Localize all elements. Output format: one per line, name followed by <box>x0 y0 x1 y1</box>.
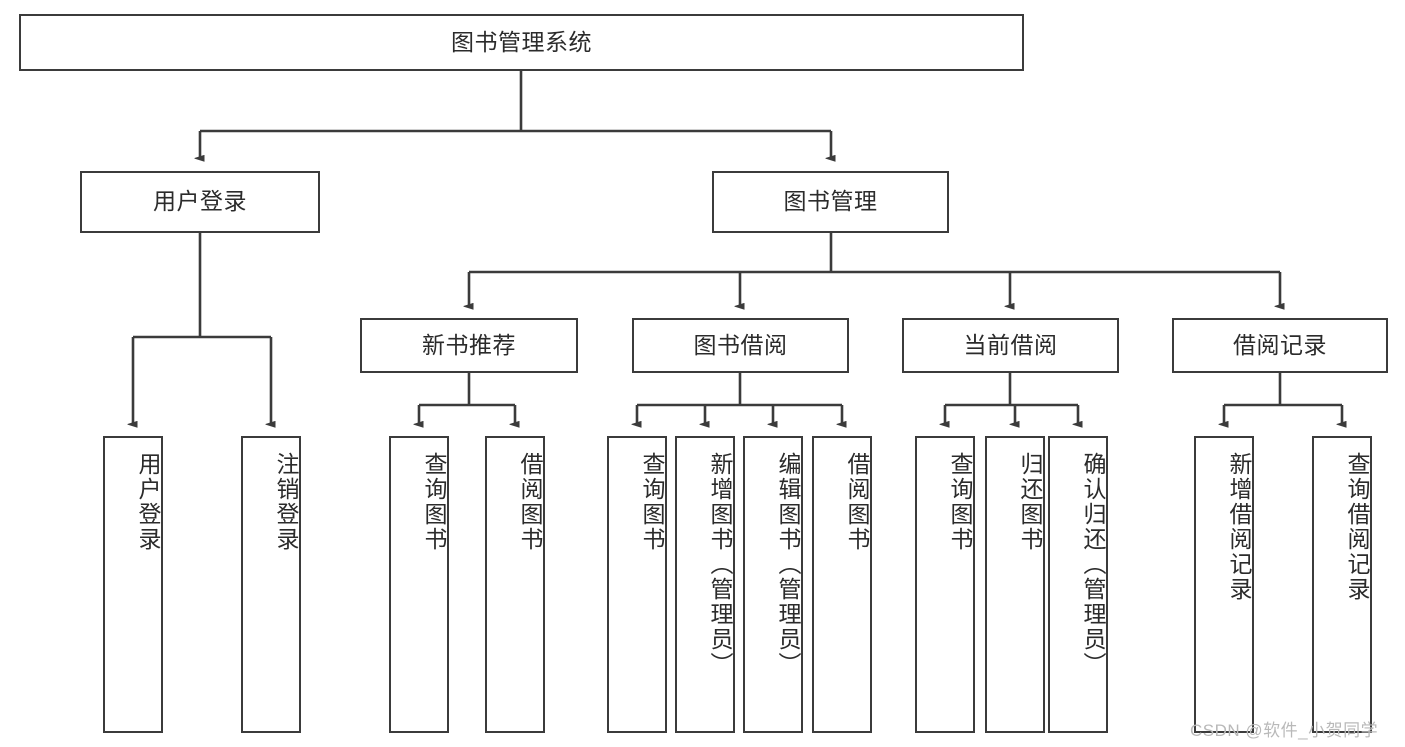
node-label: 图书管理系统 <box>451 28 592 55</box>
node-label: 借阅图书 <box>517 452 543 552</box>
node-new-book-recommend[interactable]: 新书推荐 <box>360 318 578 373</box>
node-label: 新增借阅记录 <box>1226 452 1252 602</box>
leaf-query-book-current[interactable]: 查询图书 <box>915 436 975 733</box>
leaf-borrow-book-recommend[interactable]: 借阅图书 <box>485 436 545 733</box>
leaf-confirm-return-admin[interactable]: 确认归还（管理员） <box>1048 436 1108 733</box>
node-label: 用户登录 <box>135 452 161 552</box>
book-manage-to-level3-connectors <box>469 233 1280 306</box>
node-label: 借阅记录 <box>1233 331 1327 358</box>
leaf-return-book[interactable]: 归还图书 <box>985 436 1045 733</box>
node-label: 注销登录 <box>273 452 299 552</box>
node-label: 查询图书 <box>947 452 973 552</box>
node-borrow-record[interactable]: 借阅记录 <box>1172 318 1388 373</box>
node-label: 图书管理 <box>783 188 878 215</box>
node-root-system[interactable]: 图书管理系统 <box>19 14 1024 71</box>
leaf-user-login[interactable]: 用户登录 <box>103 436 163 733</box>
node-book-management[interactable]: 图书管理 <box>712 171 949 233</box>
node-label: 归还图书 <box>1017 452 1043 552</box>
node-label: 新书推荐 <box>422 331 516 358</box>
leaf-edit-book-admin[interactable]: 编辑图书（管理员） <box>743 436 803 733</box>
current-borrow-to-leaves-connectors <box>945 373 1078 424</box>
user-login-to-leaves-connectors <box>133 233 271 424</box>
book-borrow-to-leaves-connectors <box>637 373 842 424</box>
node-label: 用户登录 <box>153 188 247 215</box>
node-current-borrow[interactable]: 当前借阅 <box>902 318 1119 373</box>
node-label: 查询图书 <box>421 452 447 552</box>
root-to-level2-connectors <box>200 71 831 158</box>
leaf-add-borrow-record[interactable]: 新增借阅记录 <box>1194 436 1254 733</box>
leaf-query-borrow-record[interactable]: 查询借阅记录 <box>1312 436 1372 733</box>
node-label: 图书借阅 <box>693 331 788 358</box>
new-book-to-leaves-connectors <box>419 373 515 424</box>
leaf-borrow-book[interactable]: 借阅图书 <box>812 436 872 733</box>
node-book-borrow[interactable]: 图书借阅 <box>632 318 849 373</box>
borrow-record-to-leaves-connectors <box>1224 373 1342 424</box>
leaf-logout[interactable]: 注销登录 <box>241 436 301 733</box>
leaf-add-book-admin[interactable]: 新增图书（管理员） <box>675 436 735 733</box>
leaf-query-book-recommend[interactable]: 查询图书 <box>389 436 449 733</box>
node-label: 当前借阅 <box>963 331 1058 358</box>
node-label: 查询借阅记录 <box>1344 452 1370 602</box>
node-label: 确认归还（管理员） <box>1080 452 1106 677</box>
node-label: 借阅图书 <box>844 452 870 552</box>
csdn-watermark: CSDN @软件_小贺同学 <box>1190 721 1379 740</box>
node-label: 新增图书（管理员） <box>707 452 733 677</box>
node-user-login[interactable]: 用户登录 <box>80 171 320 233</box>
node-label: 编辑图书（管理员） <box>775 452 801 677</box>
leaf-query-book-borrow[interactable]: 查询图书 <box>607 436 667 733</box>
node-label: 查询图书 <box>639 452 665 552</box>
